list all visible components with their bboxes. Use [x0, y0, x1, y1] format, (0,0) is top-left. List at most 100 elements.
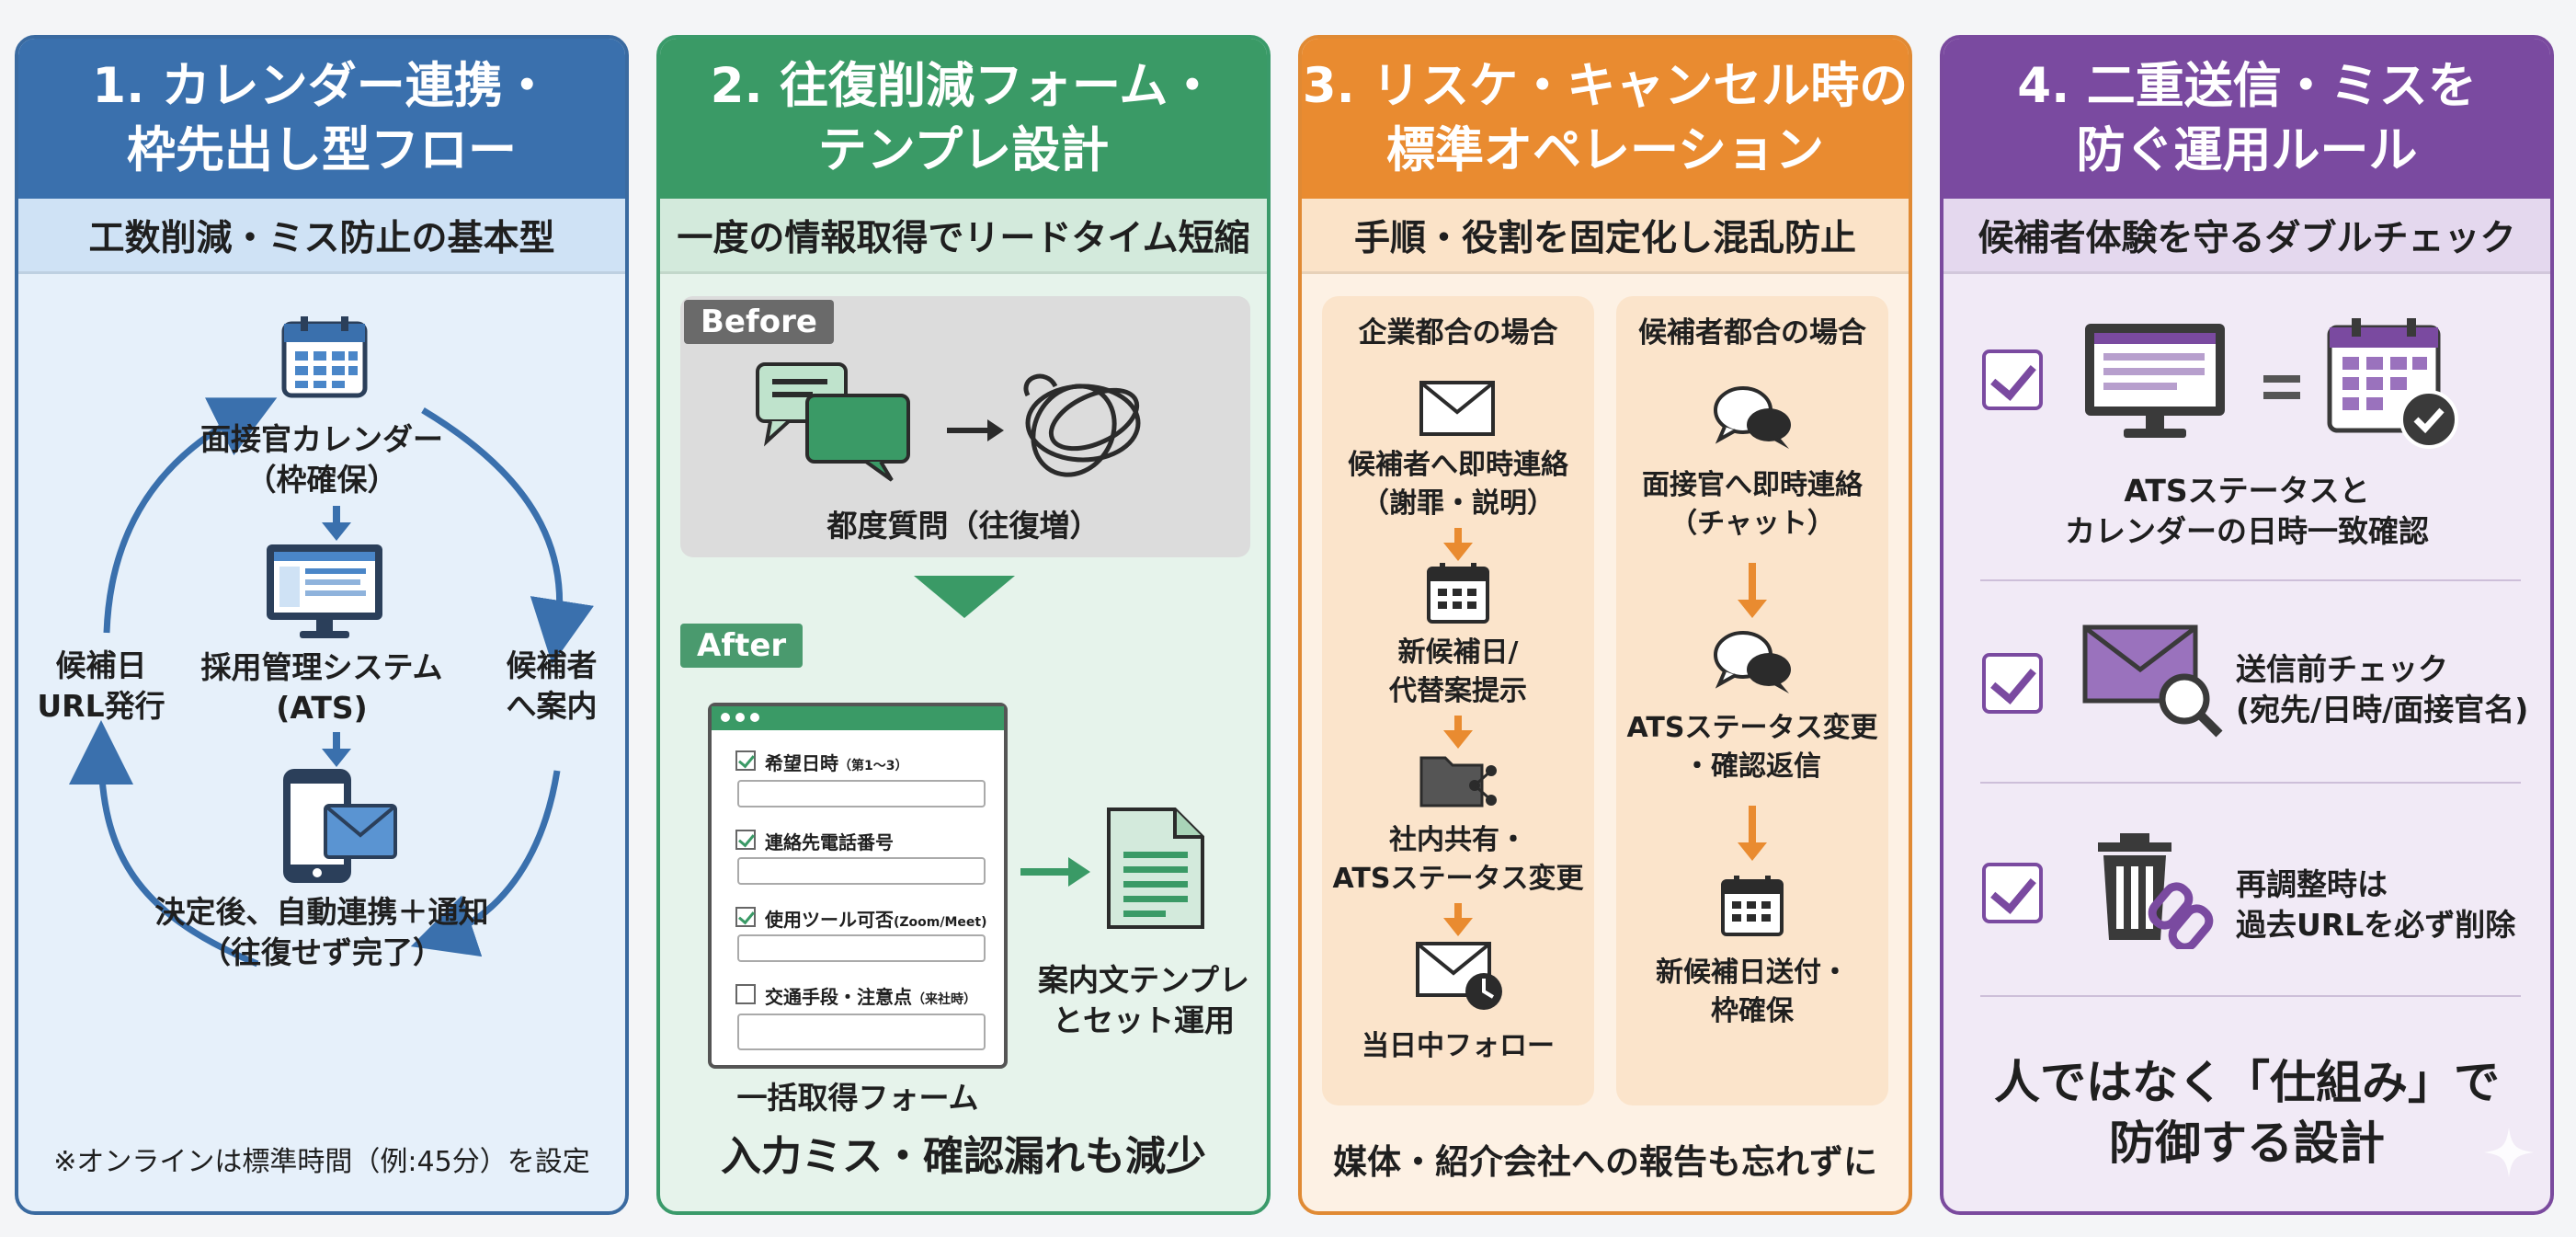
candidate-column: 候補者都合の場合 面接官へ即時連絡 （チャット） ATSステータス変更 ・確認返… [1616, 296, 1888, 1105]
arrow-down [1738, 806, 1767, 861]
check-icon [1982, 653, 2043, 714]
form-field-phone[interactable] [737, 857, 986, 885]
footnote: ※オンラインは標準時間（例:45分）を設定 [53, 1146, 590, 1178]
panel-reschedule-ops: 3. リスケ・キャンセル時の 標準オペレーション 手順・役割を固定化し混乱防止 … [1298, 35, 1912, 1215]
trash-link-icon [2098, 833, 2214, 949]
phone-mail-icon [283, 769, 397, 883]
panel-title: 4. 二重送信・ミスを 防ぐ運用ルール [1943, 39, 2550, 199]
company-step-3-sub: ATSステータス変更 [1332, 863, 1584, 895]
form-label-phone: 連絡先電話番号 [765, 831, 894, 853]
sparkle-icon [2484, 1128, 2534, 1177]
form-checkbox-date[interactable] [735, 750, 756, 771]
rule-1: ATSステータスと [2124, 473, 2370, 509]
arrow-down [322, 506, 351, 541]
form-field-date[interactable] [737, 780, 986, 807]
panel-subtitle: 候補者体験を守るダブルチェック [1943, 199, 2550, 274]
panel-double-check: 4. 二重送信・ミスを 防ぐ運用ルール 候補者体験を守るダブルチェック ATSス… [1940, 35, 2554, 1215]
check-icon [1982, 349, 2043, 410]
rule-1-sub: カレンダーの日時一致確認 [2065, 513, 2429, 549]
arrow-down [1443, 903, 1473, 936]
cycle-arrows [69, 397, 594, 968]
chat-to-tangle-icon [756, 362, 1141, 482]
panel-footer: 入力ミス・確認漏れも減少 [721, 1133, 1206, 1180]
company-step-2-sub: 代替案提示 [1389, 675, 1527, 707]
company-step-1: 候補者へ即時連絡 [1348, 449, 1568, 481]
panel-footer: 人ではなく「仕組み」で [1994, 1056, 2500, 1109]
arrow-down [1443, 528, 1473, 561]
template-sub-caption: とセット運用 [1053, 1002, 1235, 1038]
window-dot-icon [721, 713, 730, 722]
candidate-step-2-sub: ・確認返信 [1683, 750, 1821, 783]
after-tag: After [680, 624, 804, 668]
panel-subtitle: 手順・役割を固定化し混乱防止 [1302, 199, 1909, 274]
down-triangle [914, 576, 1015, 618]
company-step-4: 当日中フォロー [1362, 1030, 1555, 1062]
check-icon [1982, 863, 2043, 923]
window-dot-icon [750, 713, 759, 722]
calendar-icon [1721, 876, 1784, 936]
window-dot-icon [735, 713, 745, 722]
candidate-step-1-sub: （チャット） [1670, 508, 1835, 540]
company-step-2: 新候補日/ [1397, 636, 1519, 669]
calendar-check-icon [2327, 318, 2458, 449]
calendar-icon [1427, 563, 1489, 624]
form-label-transport: 交通手段・注意点（来社時） [765, 986, 976, 1008]
form-field-tool[interactable] [737, 934, 986, 962]
form-checkbox-tool[interactable] [735, 907, 756, 927]
divider [1980, 579, 2521, 581]
form-label-tool: 使用ツール可否(Zoom/Meet) [765, 909, 987, 931]
candidate-step-2: ATSステータス変更 [1626, 712, 1878, 744]
divider [1980, 782, 2521, 784]
bottom-sublabel: （往復せず完了） [200, 934, 443, 970]
candidate-step-3-sub: 枠確保 [1711, 995, 1794, 1027]
divider [1980, 995, 2521, 997]
rule-3-sub: 過去URLを必ず削除 [2236, 907, 2516, 943]
candidate-step-3: 新候補日送付・ [1656, 956, 1849, 989]
ats-sublabel: (ATS) [276, 690, 368, 726]
calendar-icon [281, 316, 368, 398]
form-titlebar [712, 706, 1004, 730]
shared-folder-icon [1419, 756, 1497, 807]
monitor-icon [2085, 324, 2225, 438]
equals-icon [2263, 375, 2300, 383]
chat-icon [1714, 631, 1791, 693]
candidate-step-1: 面接官へ即時連絡 [1642, 469, 1863, 501]
rule-2-sub: (宛先/日時/面接官名) [2236, 692, 2529, 727]
panel-footer: 媒体・紹介会社への報告も忘れずに [1333, 1142, 1877, 1182]
form-caption: 一括取得フォーム [736, 1080, 979, 1116]
calendar-label: 面接官カレンダー [200, 421, 443, 457]
bottom-label: 決定後、自動連携＋通知 [154, 894, 489, 930]
arrow-down [1738, 563, 1767, 618]
form-field-transport[interactable] [737, 1014, 986, 1050]
left-sublabel: URL発行 [37, 688, 165, 724]
equals-icon [2263, 392, 2300, 399]
left-label: 候補日 [55, 647, 147, 683]
column-heading: 企業都合の場合 [1358, 316, 1558, 349]
bulk-form: 希望日時（第1〜3） 連絡先電話番号 使用ツール可否(Zoom/Meet) 交通… [708, 703, 1008, 1069]
arrow-down [1443, 716, 1473, 749]
form-label-date: 希望日時（第1〜3） [765, 752, 908, 774]
company-step-1-sub: （謝罪・説明） [1362, 487, 1555, 520]
panel-subtitle: 一度の情報取得でリードタイム短縮 [660, 199, 1267, 274]
right-label: 候補者 [506, 647, 598, 683]
panel-footer-sub: 防御する設計 [2109, 1117, 2385, 1170]
form-checkbox-transport[interactable] [735, 984, 756, 1004]
rule-2: 送信前チェック [2236, 651, 2448, 687]
right-sublabel: へ案内 [506, 688, 598, 724]
chat-icon [1714, 386, 1791, 449]
before-tag: Before [684, 300, 834, 344]
mail-clock-icon [1416, 942, 1502, 1010]
form-checkbox-phone[interactable] [735, 830, 756, 850]
template-caption: 案内文テンプレ [1037, 962, 1249, 998]
panel-subtitle: 工数削減・ミス防止の基本型 [18, 199, 625, 274]
monitor-icon [267, 544, 382, 638]
panel-form-template: 2. 往復削減フォーム・ テンプレ設計 一度の情報取得でリードタイム短縮 Bef… [656, 35, 1271, 1215]
panel-title: 2. 往復削減フォーム・ テンプレ設計 [660, 39, 1267, 199]
ats-label: 採用管理システム [200, 649, 443, 685]
column-heading: 候補者都合の場合 [1638, 316, 1866, 349]
mail-icon [1419, 381, 1495, 436]
panel-title: 1. カレンダー連携・ 枠先出し型フロー [18, 39, 625, 199]
company-step-3: 社内共有・ [1389, 824, 1527, 856]
before-caption: 都度質問（往復増） [826, 508, 1100, 544]
document-icon [1107, 807, 1204, 929]
